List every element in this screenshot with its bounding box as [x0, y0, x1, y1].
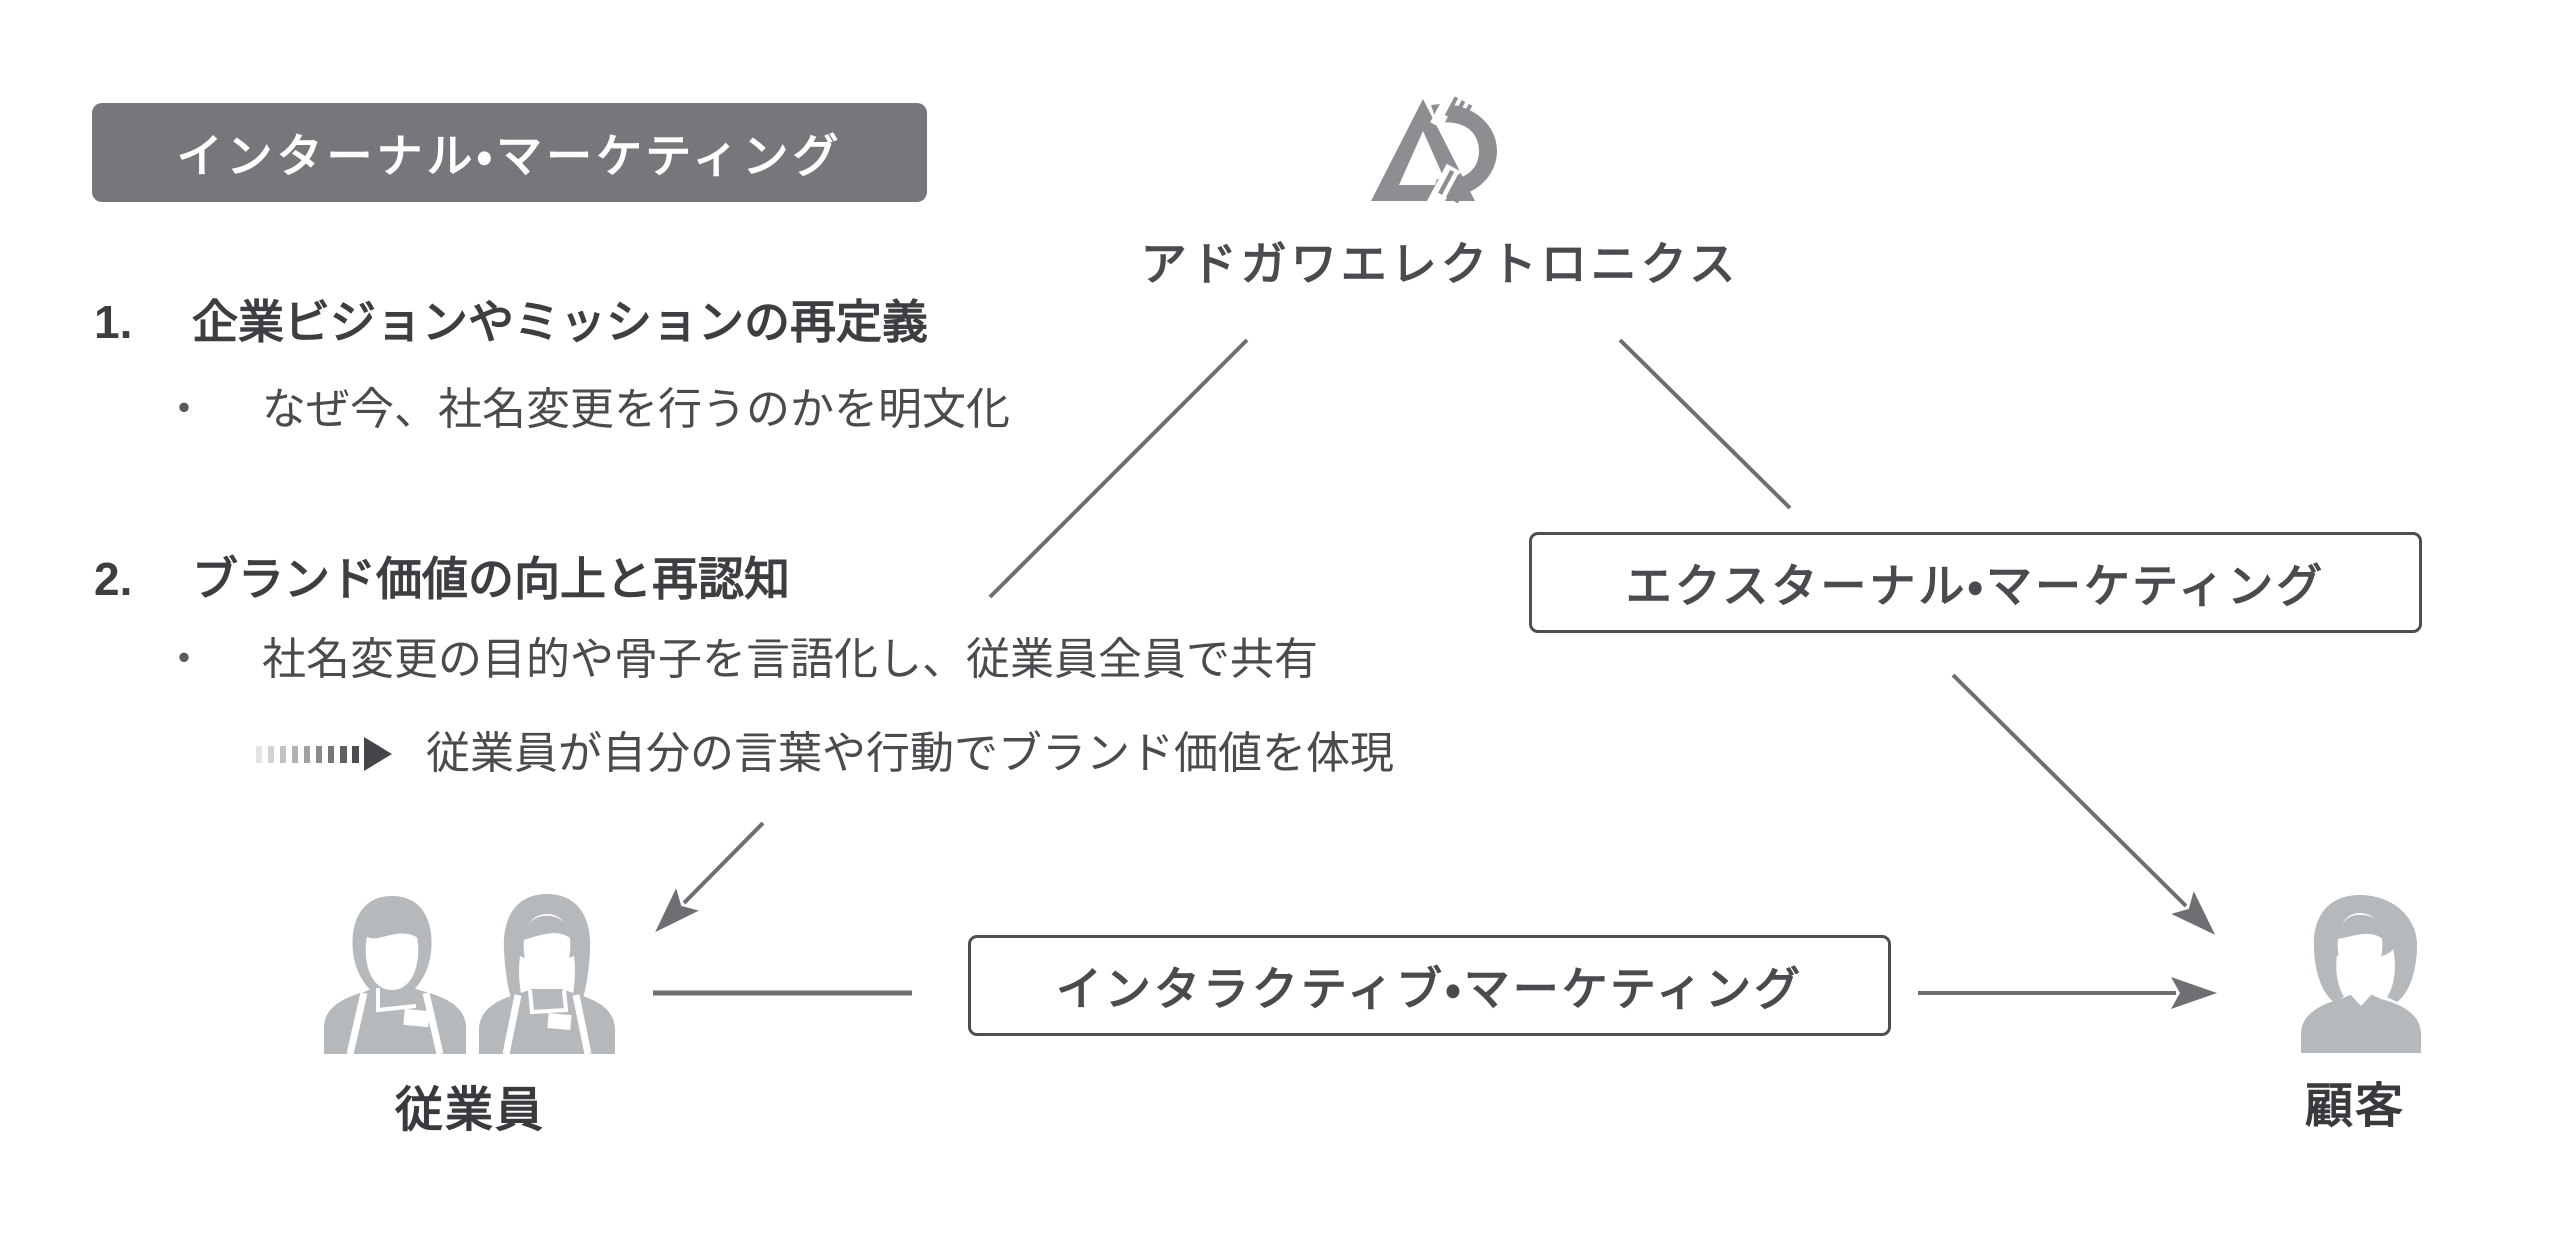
list-item-2-bullet-text: 社名変更の目的や骨子を言語化し、従業員全員で共有 — [262, 635, 1318, 684]
internal-marketing-text: インターナル・マーケティング — [176, 129, 843, 182]
interactive-marketing-label: インタラクティブ・マーケティング — [1055, 962, 1804, 1015]
line-company-to-employees — [988, 338, 1249, 599]
external-marketing-box: エクスターナル・マーケティング — [1529, 532, 2422, 633]
line-company-to-external — [1618, 338, 1792, 510]
staff-pair-icon — [320, 890, 625, 1054]
list-item-2-title: ブランド価値の向上と再認知 — [192, 553, 790, 605]
customer-label: 顧客 — [2304, 1080, 2405, 1133]
list-item-1-bullet: ・ なぜ今、社名変更を行うのかを明文化 — [148, 384, 1348, 435]
list-item-1: 1. 企業ビジョンやミッションの再定義 — [94, 296, 1194, 349]
customer-icon — [2292, 893, 2430, 1053]
fading-dash-arrow-icon — [256, 736, 392, 772]
outcome-text: 従業員が自分の言葉や行動でブランド価値を体現 — [426, 729, 1394, 778]
list-item-1-number: 1. — [94, 296, 133, 348]
list-item-2-bullet: ・ 社名変更の目的や骨子を言語化し、従業員全員で共有 — [148, 634, 1548, 685]
list-item-2: 2. ブランド価値の向上と再認知 — [94, 553, 1194, 606]
list-item-1-title: 企業ビジョンやミッションの再定義 — [192, 296, 928, 348]
outcome-row: 従業員が自分の言葉や行動でブランド価値を体現 — [256, 728, 1394, 779]
bullet-dot: ・ — [162, 635, 206, 684]
arrow-external-to-customer — [1951, 673, 2216, 935]
company-name: アドガワエレクトロニクス — [1140, 238, 1740, 290]
employees-label: 従業員 — [394, 1084, 545, 1137]
bullet-dot: ・ — [162, 385, 206, 434]
internal-marketing-label: インターナル・マーケティング — [92, 103, 927, 202]
company-logo-icon — [1369, 96, 1501, 204]
list-item-2-number: 2. — [94, 553, 133, 605]
external-marketing-label: エクスターナル・マーケティング — [1625, 559, 2326, 612]
list-item-1-bullet-text: なぜ今、社名変更を行うのかを明文化 — [262, 385, 1010, 434]
arrow-internal-to-employees — [655, 821, 765, 933]
interactive-marketing-box: インタラクティブ・マーケティング — [968, 935, 1891, 1036]
